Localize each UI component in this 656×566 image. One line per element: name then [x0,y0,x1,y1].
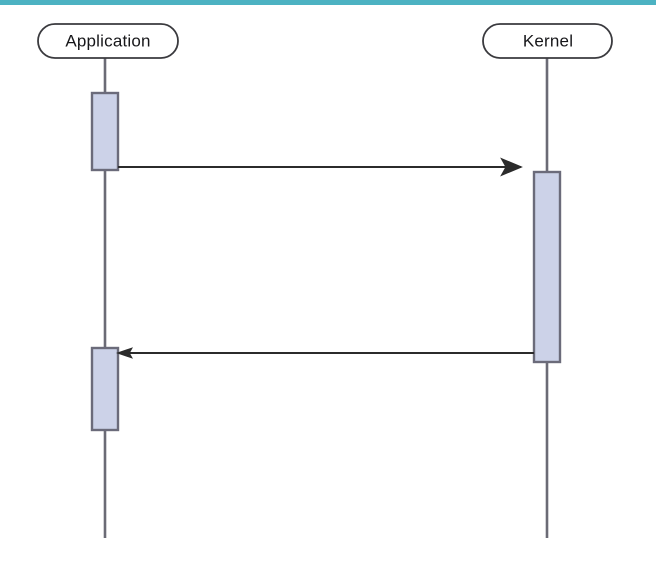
activation-bar-application-1[interactable] [90,91,120,172]
top-accent-bar [0,0,656,5]
activation-bar-application-2[interactable] [90,346,120,432]
activation-bar-kernel-1[interactable] [532,170,562,364]
message-arrowhead-return [116,347,133,359]
participant-label-application: Application [65,31,150,50]
message-return[interactable] [116,347,534,359]
participant-box-application[interactable] [37,23,179,59]
participant-label-kernel: Kernel [523,31,573,50]
participant-box-kernel[interactable] [482,23,613,59]
